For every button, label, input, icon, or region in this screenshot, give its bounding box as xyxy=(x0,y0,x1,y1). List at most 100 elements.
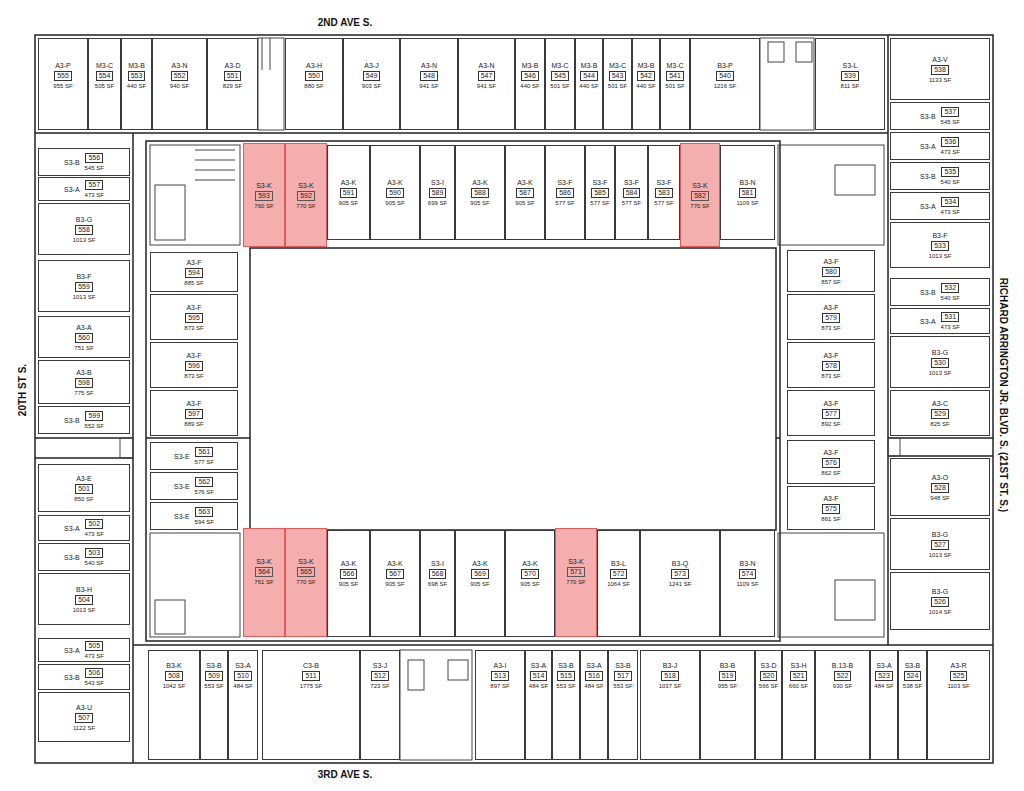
unit-type: A3-P xyxy=(55,61,71,70)
unit-area: 545 SF xyxy=(85,164,104,172)
unit-number: 507 xyxy=(75,713,93,723)
unit-area: 440 SF xyxy=(579,82,598,90)
unit-label-group: S3-A516484 SF xyxy=(584,661,603,690)
unit-label-group: S3-B537545 SF xyxy=(920,106,960,126)
unit-label-group: A3-K587905 SF xyxy=(515,178,534,207)
unit-room: S3-B506543 SF xyxy=(38,664,130,690)
unit-number: 523 xyxy=(875,671,893,681)
unit-room: A3-N552940 SF xyxy=(152,38,207,130)
unit-number: 579 xyxy=(822,313,840,323)
unit-number: 546 xyxy=(521,71,539,81)
highlighted-unit: S3-K582770 SF xyxy=(680,143,720,247)
unit-type: S3-A xyxy=(920,202,936,211)
unit-label-group: A3-D551829 SF xyxy=(223,61,242,90)
unit-room: A3-J549903 SF xyxy=(343,38,400,130)
unit-area: 1013 SF xyxy=(73,606,96,614)
unit-label-group: S3-I589699 SF xyxy=(428,178,447,207)
unit-room: S3-A536473 SF xyxy=(890,132,990,160)
unit-room: S3-B517553 SF xyxy=(608,650,638,760)
unit-room: B3-N5741109 SF xyxy=(720,530,775,637)
unit-label-group: S3-K593760 SF xyxy=(254,181,273,210)
unit-number-group: 563594 SF xyxy=(195,506,214,526)
unit-label-group: S3-B506543 SF xyxy=(64,667,104,687)
unit-area: 545 SF xyxy=(941,118,960,126)
unit-room: S3-I568698 SF xyxy=(420,530,455,637)
unit-type: S3-B xyxy=(64,673,80,682)
unit-number: 532 xyxy=(941,283,959,293)
unit-label-group: B3-G5261014 SF xyxy=(929,587,952,616)
unit-area: 825 SF xyxy=(930,420,949,428)
unit-label-group: S3-E561577 SF xyxy=(174,446,214,466)
unit-room: A3-K590905 SF xyxy=(370,145,420,240)
unit-area: 484 SF xyxy=(529,682,548,690)
unit-room: A3-F575861 SF xyxy=(787,486,875,530)
unit-label-group: S3-B517553 SF xyxy=(613,661,632,690)
unit-label-group: S3-F585577 SF xyxy=(590,178,609,207)
unit-number: 590 xyxy=(386,188,404,198)
unit-number: 536 xyxy=(941,137,959,147)
unit-label-group: S3-K571770 SF xyxy=(566,557,585,586)
unit-area: 861 SF xyxy=(821,515,840,523)
unit-number: 591 xyxy=(340,188,358,198)
unit-type: A3-K xyxy=(522,559,538,568)
unit-label-group: S3-A531473 SF xyxy=(920,311,960,331)
unit-number: 545 xyxy=(551,71,569,81)
unit-area: 905 SF xyxy=(339,199,358,207)
unit-area: 930 SF xyxy=(833,682,852,690)
unit-type: A3-I xyxy=(494,661,507,670)
unit-label-group: S3-A505473 SF xyxy=(64,640,104,660)
unit-label-group: C3-B5111775 SF xyxy=(300,661,323,690)
unit-type: S3-K xyxy=(298,557,314,566)
unit-label-group: S3-A502473 SF xyxy=(64,518,104,538)
unit-label-group: A3-N548941 SF xyxy=(419,61,438,90)
unit-area: 811 SF xyxy=(841,82,860,90)
unit-label-group: M3-C545501 SF xyxy=(550,61,569,90)
unit-number: 517 xyxy=(614,671,632,681)
unit-type: A3-F xyxy=(186,399,201,408)
unit-area: 873 SF xyxy=(184,372,203,380)
unit-room: A3-F594885 SF xyxy=(150,252,238,292)
unit-number: 580 xyxy=(822,267,840,277)
unit-label-group: S3-D520566 SF xyxy=(759,661,778,690)
unit-area: 577 SF xyxy=(555,199,574,207)
unit-number-group: 531473 SF xyxy=(941,311,960,331)
unit-area: 770 SF xyxy=(296,202,315,210)
unit-room: B3-K5081042 SF xyxy=(148,650,200,760)
unit-room: S3-H521660 SF xyxy=(782,650,815,760)
unit-number: 533 xyxy=(931,241,949,251)
highlighted-unit: S3-K571770 SF xyxy=(555,528,597,637)
unit-area: 829 SF xyxy=(223,82,242,90)
unit-label-group: S3-J512723 SF xyxy=(370,661,389,690)
unit-number: 598 xyxy=(75,378,93,388)
unit-type: B3-F xyxy=(932,231,947,240)
unit-label-group: S3-L539811 SF xyxy=(841,61,860,90)
unit-room: A3-V5381133 SF xyxy=(890,38,990,100)
unit-number: 560 xyxy=(75,333,93,343)
unit-area: 484 SF xyxy=(233,682,252,690)
unit-number: 539 xyxy=(841,71,859,81)
unit-label-group: A3-F578873 SF xyxy=(821,351,840,380)
unit-number: 574 xyxy=(739,569,757,579)
unit-area: 577 SF xyxy=(590,199,609,207)
unit-number: 524 xyxy=(904,671,922,681)
unit-area: 473 SF xyxy=(85,652,104,660)
unit-label-group: S3-B599552 SF xyxy=(64,410,104,430)
unit-area: 1109 SF xyxy=(736,199,758,207)
unit-area: 553 SF xyxy=(556,682,575,690)
unit-number: 528 xyxy=(931,483,949,493)
unit-label-group: B3-G5581013 SF xyxy=(73,215,96,244)
unit-room: A3-A560751 SF xyxy=(38,316,130,358)
unit-room: S3-I589699 SF xyxy=(420,145,455,240)
unit-room: A3-K570905 SF xyxy=(505,530,555,637)
unit-type: S3-B xyxy=(920,288,936,297)
unit-type: A3-F xyxy=(186,258,201,267)
unit-area: 948 SF xyxy=(930,494,949,502)
unit-room: S3-A516484 SF xyxy=(580,650,608,760)
unit-type: B3-P xyxy=(717,61,733,70)
unit-type: B3-L xyxy=(611,559,626,568)
unit-area: 770 SF xyxy=(296,578,315,586)
unit-area: 1013 SF xyxy=(73,293,96,301)
unit-area: 501 SF xyxy=(550,82,569,90)
unit-area: 1014 SF xyxy=(929,608,952,616)
unit-room: B3-J5181037 SF xyxy=(640,650,700,760)
